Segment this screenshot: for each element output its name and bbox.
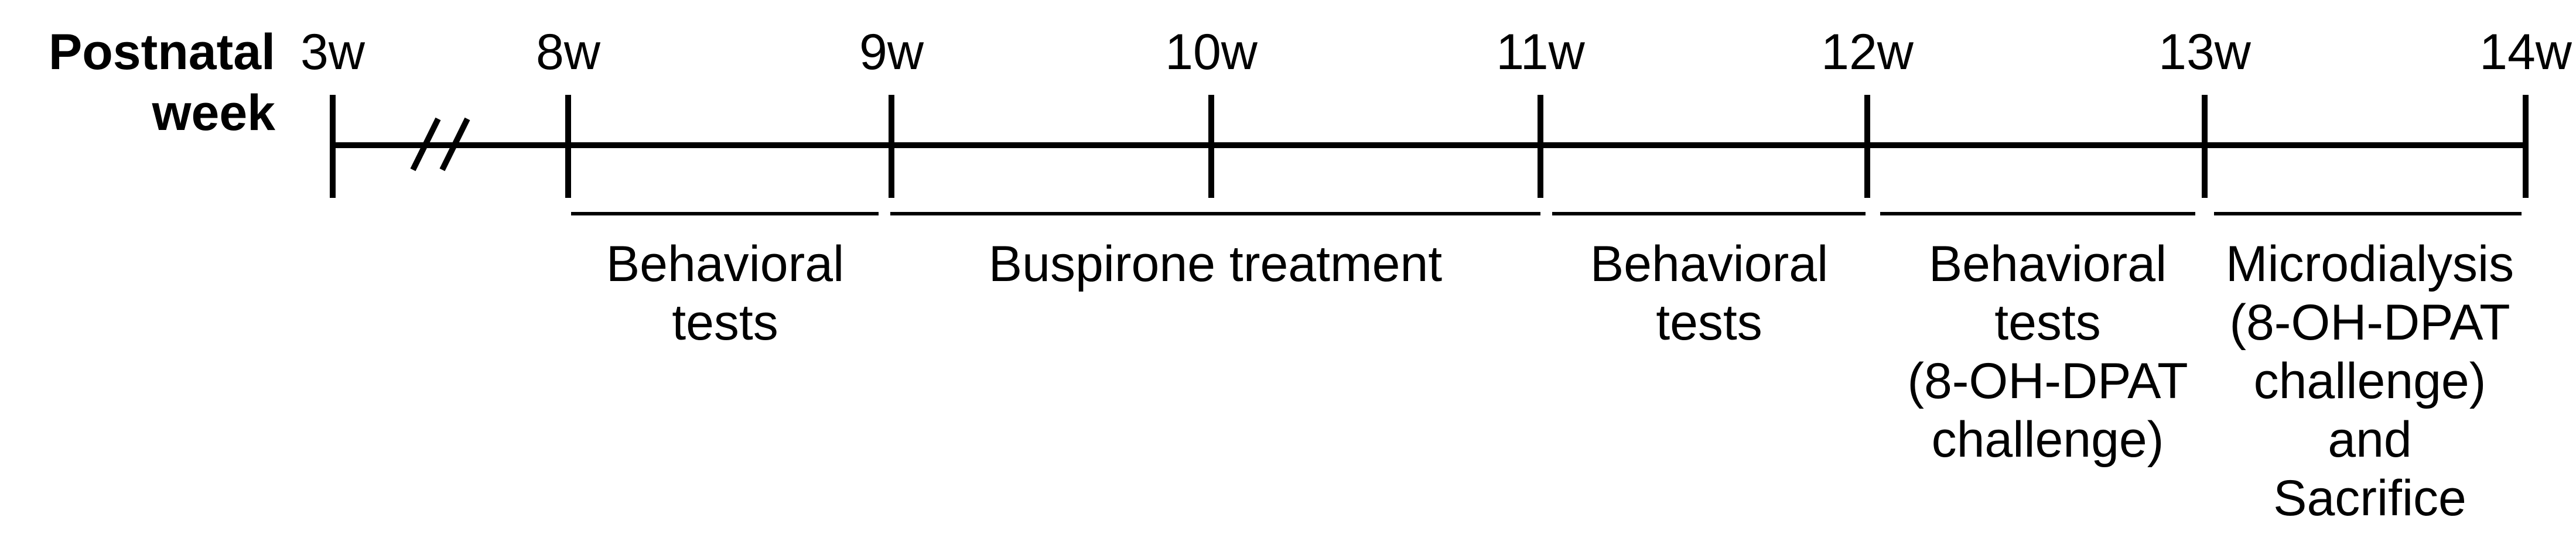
phase-label-line: Buspirone treatment	[989, 236, 1443, 292]
week-label-14w: 14w	[2479, 24, 2572, 80]
phase-label-line: (8-OH-DPAT	[2229, 294, 2510, 351]
week-label-8w: 8w	[536, 24, 601, 80]
phase-label-line: challenge)	[1932, 412, 2164, 468]
phase-label-line: challenge)	[2254, 353, 2486, 409]
phase-label-line: Behavioral	[606, 236, 844, 292]
phase-5: Microdialysis(8-OH-DPATchallenge)andSacr…	[2214, 212, 2522, 526]
week-label-12w: 12w	[1821, 24, 1914, 80]
week-label-3w: 3w	[300, 24, 365, 80]
week-ticks: 3w 8w 9w 10w 11w 12w 13w 14w	[300, 24, 2572, 198]
axis-break-mark-1	[410, 117, 441, 172]
axis-title-line-1: Postnatal	[49, 24, 275, 80]
axis-title-line-2: week	[152, 85, 276, 141]
week-label-11w: 11w	[1496, 24, 1585, 80]
phase-label-line: tests	[672, 294, 778, 351]
week-label-10w: 10w	[1165, 24, 1258, 80]
phase-label-line: tests	[1994, 294, 2101, 351]
week-label-9w: 9w	[859, 24, 924, 80]
phase-label-line: Behavioral	[1929, 236, 2167, 292]
phase-label-line: (8-OH-DPAT	[1907, 353, 2188, 409]
axis-break-mark-2	[439, 117, 470, 172]
phase-label-line: Behavioral	[1590, 236, 1828, 292]
timeline-axis	[333, 117, 2526, 172]
phase-label-line: tests	[1656, 294, 1762, 351]
axis-title: Postnatal week	[49, 24, 275, 141]
phase-label-line: Sacrifice	[2273, 470, 2466, 526]
week-label-13w: 13w	[2158, 24, 2252, 80]
phase-2: Buspirone treatment	[890, 212, 1540, 292]
phase-label-line: Microdialysis	[2226, 236, 2514, 292]
phase-label-line: and	[2328, 412, 2412, 468]
